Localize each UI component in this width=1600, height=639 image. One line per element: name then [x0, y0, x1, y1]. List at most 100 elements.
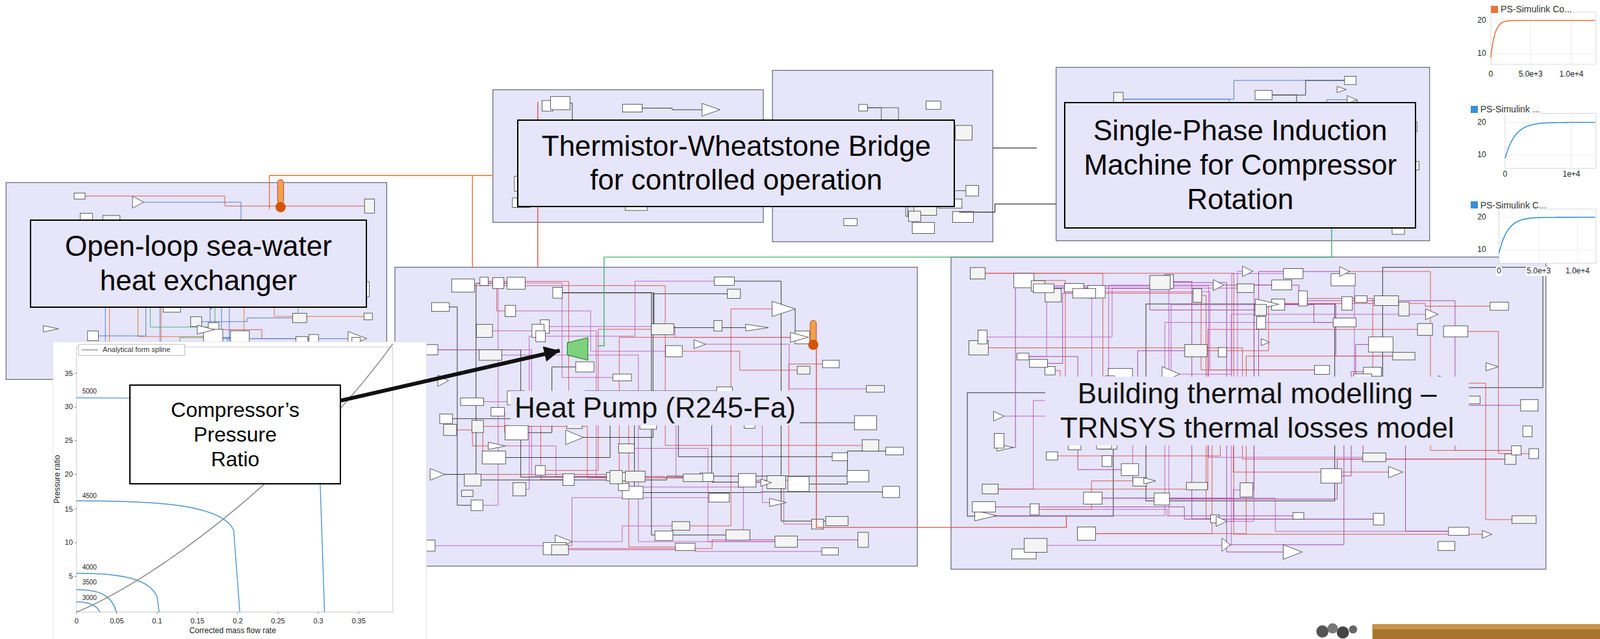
thermometer-symbol: [808, 339, 819, 351]
curve-label: 5000: [81, 387, 98, 396]
gain-block: [488, 442, 506, 450]
gain-block: [43, 325, 59, 332]
subsystem-label: Thermistor-Wheatstone Bridge for control…: [517, 119, 955, 208]
tick-label: 10: [1476, 150, 1487, 160]
model-block: [1186, 482, 1208, 490]
model-block: [504, 425, 529, 440]
model-block: [969, 267, 985, 280]
model-block: [1255, 304, 1267, 316]
model-block: [665, 345, 683, 357]
logo: [1327, 623, 1339, 635]
model-block: [774, 535, 798, 547]
model-block: [431, 302, 449, 312]
signal-wire: [1227, 489, 1241, 521]
model-block: [471, 420, 484, 433]
gain-block: [1216, 516, 1227, 527]
signal-wire: [214, 330, 309, 340]
chart-frame: [76, 346, 394, 612]
thermometer-symbol: [275, 202, 286, 213]
model-block: [1522, 426, 1532, 438]
signal-wire: [1104, 291, 1315, 370]
signal-wire: [959, 203, 1057, 213]
model-block: [470, 500, 483, 511]
tick-label: 0.2: [231, 617, 243, 626]
model-block: [1292, 512, 1304, 520]
legend-line: [81, 349, 99, 351]
tick-marks: [74, 373, 359, 615]
model-block: [683, 474, 703, 483]
model-block: [551, 545, 569, 555]
model-block: [822, 360, 840, 368]
model-block: [190, 317, 202, 327]
model-block: [787, 476, 810, 492]
model-block: [460, 398, 484, 406]
model-block: [550, 96, 570, 110]
model-block: [977, 330, 987, 344]
gain-block: [1213, 279, 1224, 291]
tick-label: 0: [1502, 170, 1509, 180]
subsystem-panel: Building thermal modelling – TRNSYS ther…: [951, 257, 1547, 570]
axis-title: Corrected mass flow rate: [188, 626, 277, 636]
model-block: [439, 413, 453, 424]
model-block: [847, 470, 870, 483]
gain-block: [1143, 478, 1156, 484]
callout-box: Compressor’s Pressure Ratio: [129, 384, 341, 485]
model-block: [1149, 275, 1170, 290]
model-block: [708, 493, 730, 503]
model-block: [1443, 326, 1469, 338]
model-block: [513, 482, 527, 496]
model-block: [464, 474, 482, 486]
logo-banner: [1372, 624, 1600, 639]
model-block: [675, 543, 696, 551]
model-block: [955, 125, 973, 141]
model-block: [1392, 352, 1415, 360]
tick-label: 10: [1476, 49, 1487, 59]
chart-panel: [53, 341, 427, 639]
node-text: Thermistor-Wheatstone Bridge for control…: [531, 129, 941, 199]
model-block: [363, 313, 373, 320]
model-block: [480, 277, 489, 286]
model-block: [1373, 296, 1398, 306]
signal-wire: [1123, 80, 1345, 100]
model-block: [1355, 295, 1368, 303]
gain-block: [1261, 339, 1270, 346]
spline-curve: [76, 343, 394, 612]
model-block: [1448, 527, 1469, 536]
signal-wire: [1095, 434, 1330, 534]
tick-label: 0: [74, 617, 80, 626]
model-block: [292, 313, 307, 323]
signal-wire: [472, 175, 473, 267]
model-block: [908, 211, 922, 222]
model-block: [1417, 323, 1433, 336]
model-block: [1193, 288, 1202, 303]
model-block: [1505, 454, 1517, 465]
model-block: [1083, 492, 1103, 505]
signal-wire: [1039, 481, 1144, 510]
model-block: [1121, 463, 1139, 476]
node-text: Compressor’s Pressure Ratio: [168, 397, 303, 473]
plot-grid: [1505, 113, 1597, 169]
model-block: [1320, 469, 1342, 484]
tick-label: 20: [64, 470, 74, 479]
plot-curve: [1499, 217, 1596, 254]
signal-wire: [995, 507, 1374, 520]
signal-wire: [997, 280, 1035, 448]
model-block: [737, 473, 756, 488]
model-block: [507, 277, 526, 290]
signal-wire: [754, 423, 770, 503]
gain-block: [1339, 266, 1350, 277]
tick-label: 0.05: [109, 617, 125, 626]
tick-label: 10: [1476, 245, 1487, 255]
model-block: [479, 350, 503, 361]
speed-line: [76, 500, 240, 612]
tick-label: 15: [64, 505, 74, 514]
model-block: [552, 287, 563, 299]
signal-wire: [682, 351, 798, 371]
tick-label: 5.0e+3: [1518, 70, 1544, 80]
logo-banner: [1372, 624, 1600, 630]
model-block: [74, 192, 86, 199]
signal-wire: [1342, 438, 1469, 532]
node-text: Open-loop sea-water heat exchanger: [49, 229, 349, 299]
tick-label: 0.3: [312, 617, 324, 626]
